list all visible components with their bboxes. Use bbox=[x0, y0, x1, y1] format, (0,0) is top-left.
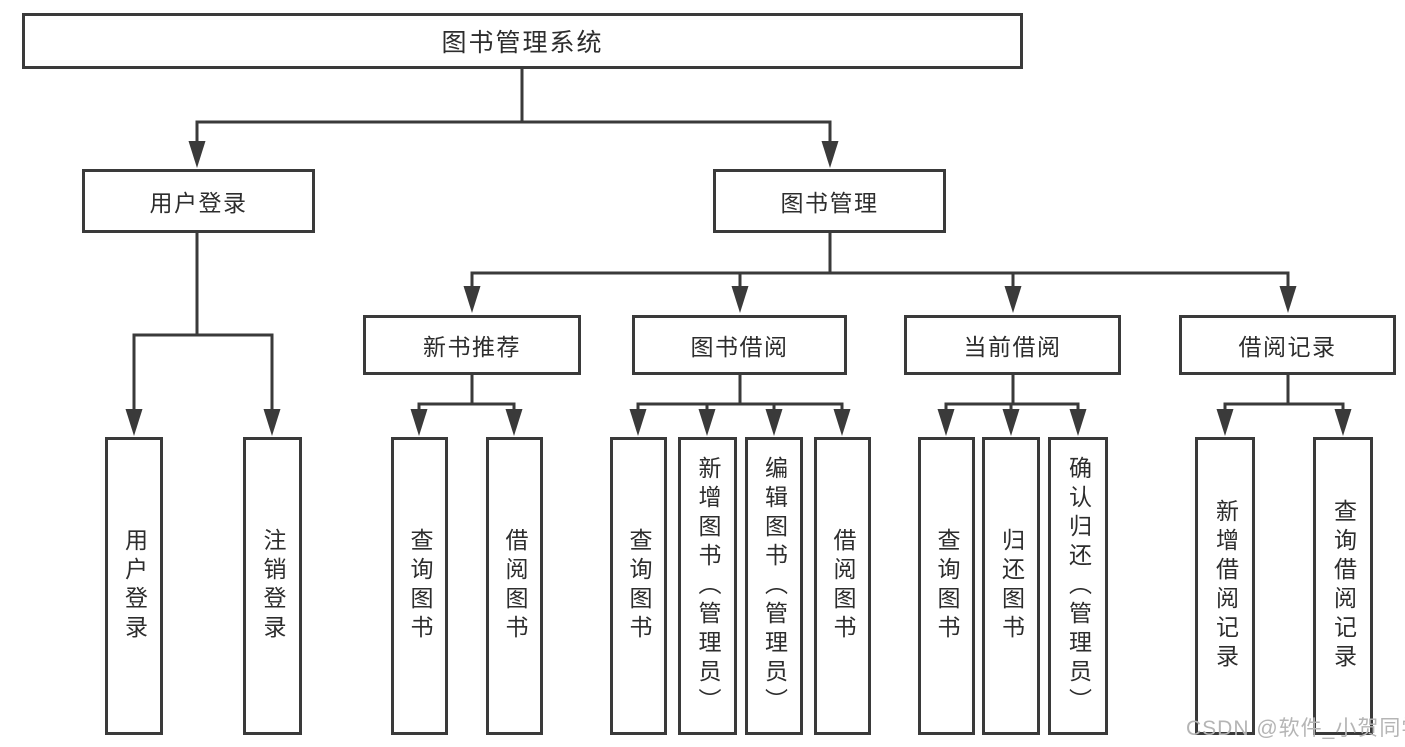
leaf-query-book-current: 查询图书 bbox=[918, 437, 975, 735]
leaf-borrow-book-recommend: 借阅图书 bbox=[486, 437, 543, 735]
leaf-confirm-return-admin: 确认归还（管理员） bbox=[1048, 437, 1108, 735]
leaf-add-book-admin: 新增图书（管理员） bbox=[678, 437, 737, 735]
node-root-label: 图书管理系统 bbox=[441, 29, 604, 57]
leaf-add-borrow-record-label: 新增借阅记录 bbox=[1212, 499, 1239, 673]
leaf-add-book-admin-label: 新增图书（管理员） bbox=[695, 455, 721, 717]
leaf-query-book-current-label: 查询图书 bbox=[934, 528, 960, 644]
node-root: 图书管理系统 bbox=[22, 13, 1023, 69]
csdn-watermark: CSDN @软件_小贺同学 bbox=[1186, 717, 1405, 740]
rail-new-book bbox=[417, 402, 516, 416]
node-borrow-records: 借阅记录 bbox=[1179, 315, 1396, 375]
leaf-borrow-book-recommend-label: 借阅图书 bbox=[502, 528, 528, 644]
leaf-query-book-recommend-label: 查询图书 bbox=[407, 528, 433, 644]
node-user-login-label: 用户登录 bbox=[149, 190, 248, 216]
rail-user-login bbox=[132, 333, 274, 416]
leaf-return-book-label: 归还图书 bbox=[998, 528, 1025, 644]
node-current-borrow-label: 当前借阅 bbox=[963, 334, 1062, 360]
rail-book-management bbox=[470, 271, 1290, 292]
leaf-logout: 注销登录 bbox=[243, 437, 302, 735]
leaf-borrow-book: 借阅图书 bbox=[814, 437, 871, 735]
leaf-query-book-borrow: 查询图书 bbox=[610, 437, 667, 735]
node-book-borrow-label: 图书借阅 bbox=[690, 334, 789, 360]
node-book-borrow: 图书借阅 bbox=[632, 315, 847, 375]
node-book-management-label: 图书管理 bbox=[780, 190, 879, 216]
rail-level2 bbox=[195, 120, 832, 150]
node-borrow-records-label: 借阅记录 bbox=[1238, 334, 1337, 360]
leaf-query-book-recommend: 查询图书 bbox=[391, 437, 448, 735]
leaf-logout-label: 注销登录 bbox=[260, 528, 286, 644]
leaf-query-borrow-record-label: 查询借阅记录 bbox=[1330, 499, 1357, 673]
node-book-management: 图书管理 bbox=[713, 169, 946, 233]
leaf-borrow-book-label: 借阅图书 bbox=[830, 528, 856, 644]
node-new-book-recommend: 新书推荐 bbox=[363, 315, 581, 375]
leaf-edit-book-admin-label: 编辑图书（管理员） bbox=[761, 455, 788, 717]
arrowheads bbox=[125, 141, 1352, 436]
leaf-query-book-borrow-label: 查询图书 bbox=[626, 528, 652, 644]
node-user-login: 用户登录 bbox=[82, 169, 315, 233]
rail-book-borrow bbox=[636, 402, 844, 416]
leaf-user-login: 用户登录 bbox=[105, 437, 163, 735]
leaf-return-book: 归还图书 bbox=[982, 437, 1040, 735]
leaf-add-borrow-record: 新增借阅记录 bbox=[1195, 437, 1255, 735]
node-current-borrow: 当前借阅 bbox=[904, 315, 1121, 375]
leaf-user-login-label: 用户登录 bbox=[121, 528, 148, 644]
leaf-edit-book-admin: 编辑图书（管理员） bbox=[745, 437, 803, 735]
node-new-book-recommend-label: 新书推荐 bbox=[423, 334, 521, 360]
rail-borrow-records bbox=[1223, 402, 1345, 416]
leaf-query-borrow-record: 查询借阅记录 bbox=[1313, 437, 1373, 735]
leaf-confirm-return-admin-label: 确认归还（管理员） bbox=[1065, 455, 1092, 717]
